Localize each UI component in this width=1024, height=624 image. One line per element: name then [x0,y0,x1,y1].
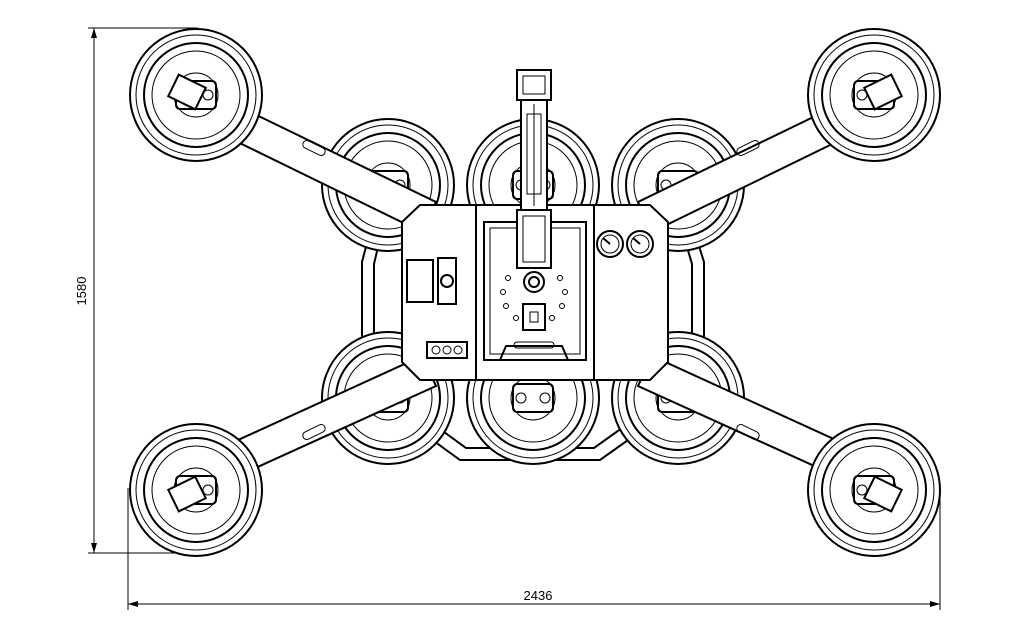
button-block [426,341,468,359]
height-dimension-label: 1580 [74,277,89,306]
bolt-pattern [500,275,568,321]
width-dimension: 2436 [127,488,941,610]
pressure-gauge [626,230,654,258]
pressure-gauge [596,230,624,258]
display-panel [406,259,434,303]
width-dimension-label: 2436 [524,588,553,603]
lifting-mast [516,69,552,293]
height-dimension: 1580 [74,27,198,554]
corner-pads [129,28,941,557]
switch-panel [437,257,457,305]
